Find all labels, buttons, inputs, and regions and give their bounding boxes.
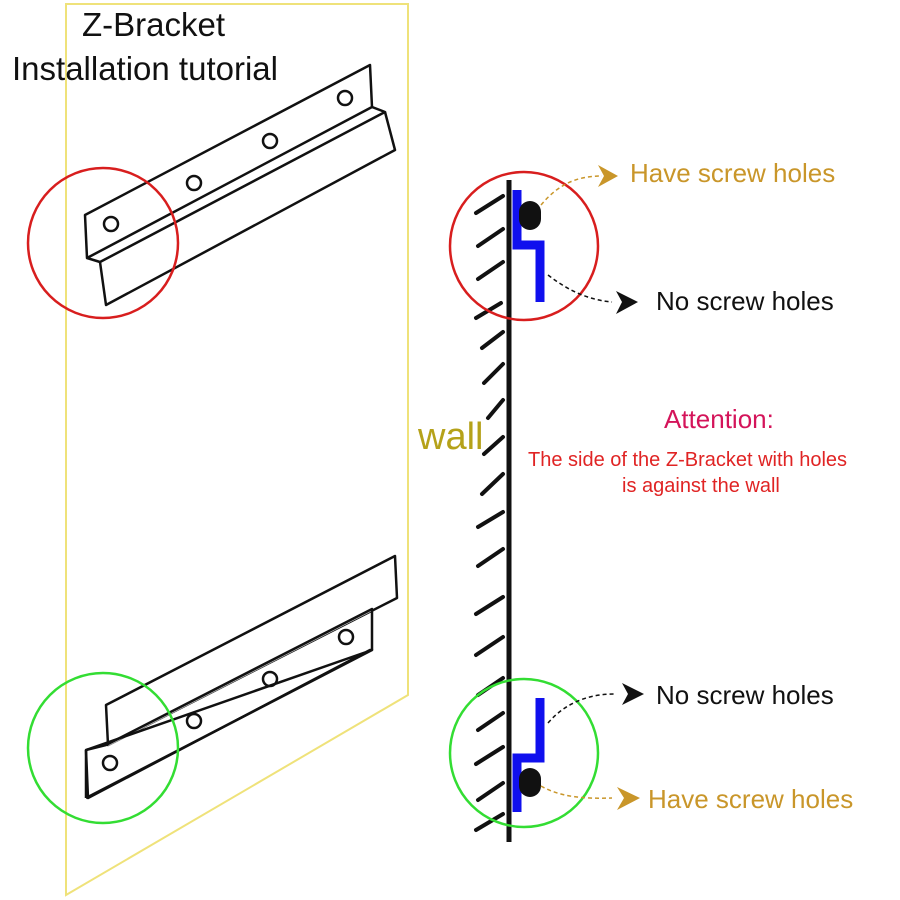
attention-heading: Attention:	[664, 404, 774, 434]
top-z-profile	[512, 190, 545, 302]
top-left-red-circle	[26, 166, 180, 320]
top-right-red-circle	[448, 170, 600, 322]
screw-hole	[101, 754, 119, 772]
bottom-z-bracket	[84, 554, 399, 800]
bottom-z-profile	[512, 698, 545, 812]
panel-outline	[65, 3, 409, 897]
title-line-2: Installation tutorial	[12, 50, 278, 87]
screw-hole-slot	[519, 201, 541, 230]
screw-hole-slot	[519, 768, 541, 797]
screw-hole	[337, 628, 355, 646]
bottom-have-screw-holes-label: Have screw holes	[648, 784, 854, 814]
wall-hatching	[474, 194, 505, 832]
bottom-right-green-circle	[448, 677, 600, 829]
screw-hole	[102, 215, 120, 233]
arrow-bottom-no-holes	[547, 683, 644, 724]
screw-hole	[336, 89, 354, 107]
screw-hole	[261, 670, 279, 688]
wall-label: wall	[418, 416, 484, 458]
bottom-no-screw-holes-label: No screw holes	[656, 680, 834, 710]
top-have-screw-holes-label: Have screw holes	[630, 158, 836, 188]
screw-hole	[261, 132, 279, 150]
attention-note-line-1: The side of the Z-Bracket with holes	[528, 449, 848, 471]
screw-hole	[185, 712, 203, 730]
top-z-bracket	[83, 63, 397, 307]
attention-note-line-2: is against the wall	[622, 475, 780, 497]
arrow-top-no-holes	[547, 274, 638, 314]
title-line-1: Z-Bracket	[82, 6, 226, 43]
arrow-bottom-have-holes	[540, 785, 640, 810]
top-no-screw-holes-label: No screw holes	[656, 286, 834, 316]
screw-hole	[185, 174, 203, 192]
bottom-left-green-circle	[26, 671, 180, 825]
arrow-top-have-holes	[540, 165, 618, 206]
